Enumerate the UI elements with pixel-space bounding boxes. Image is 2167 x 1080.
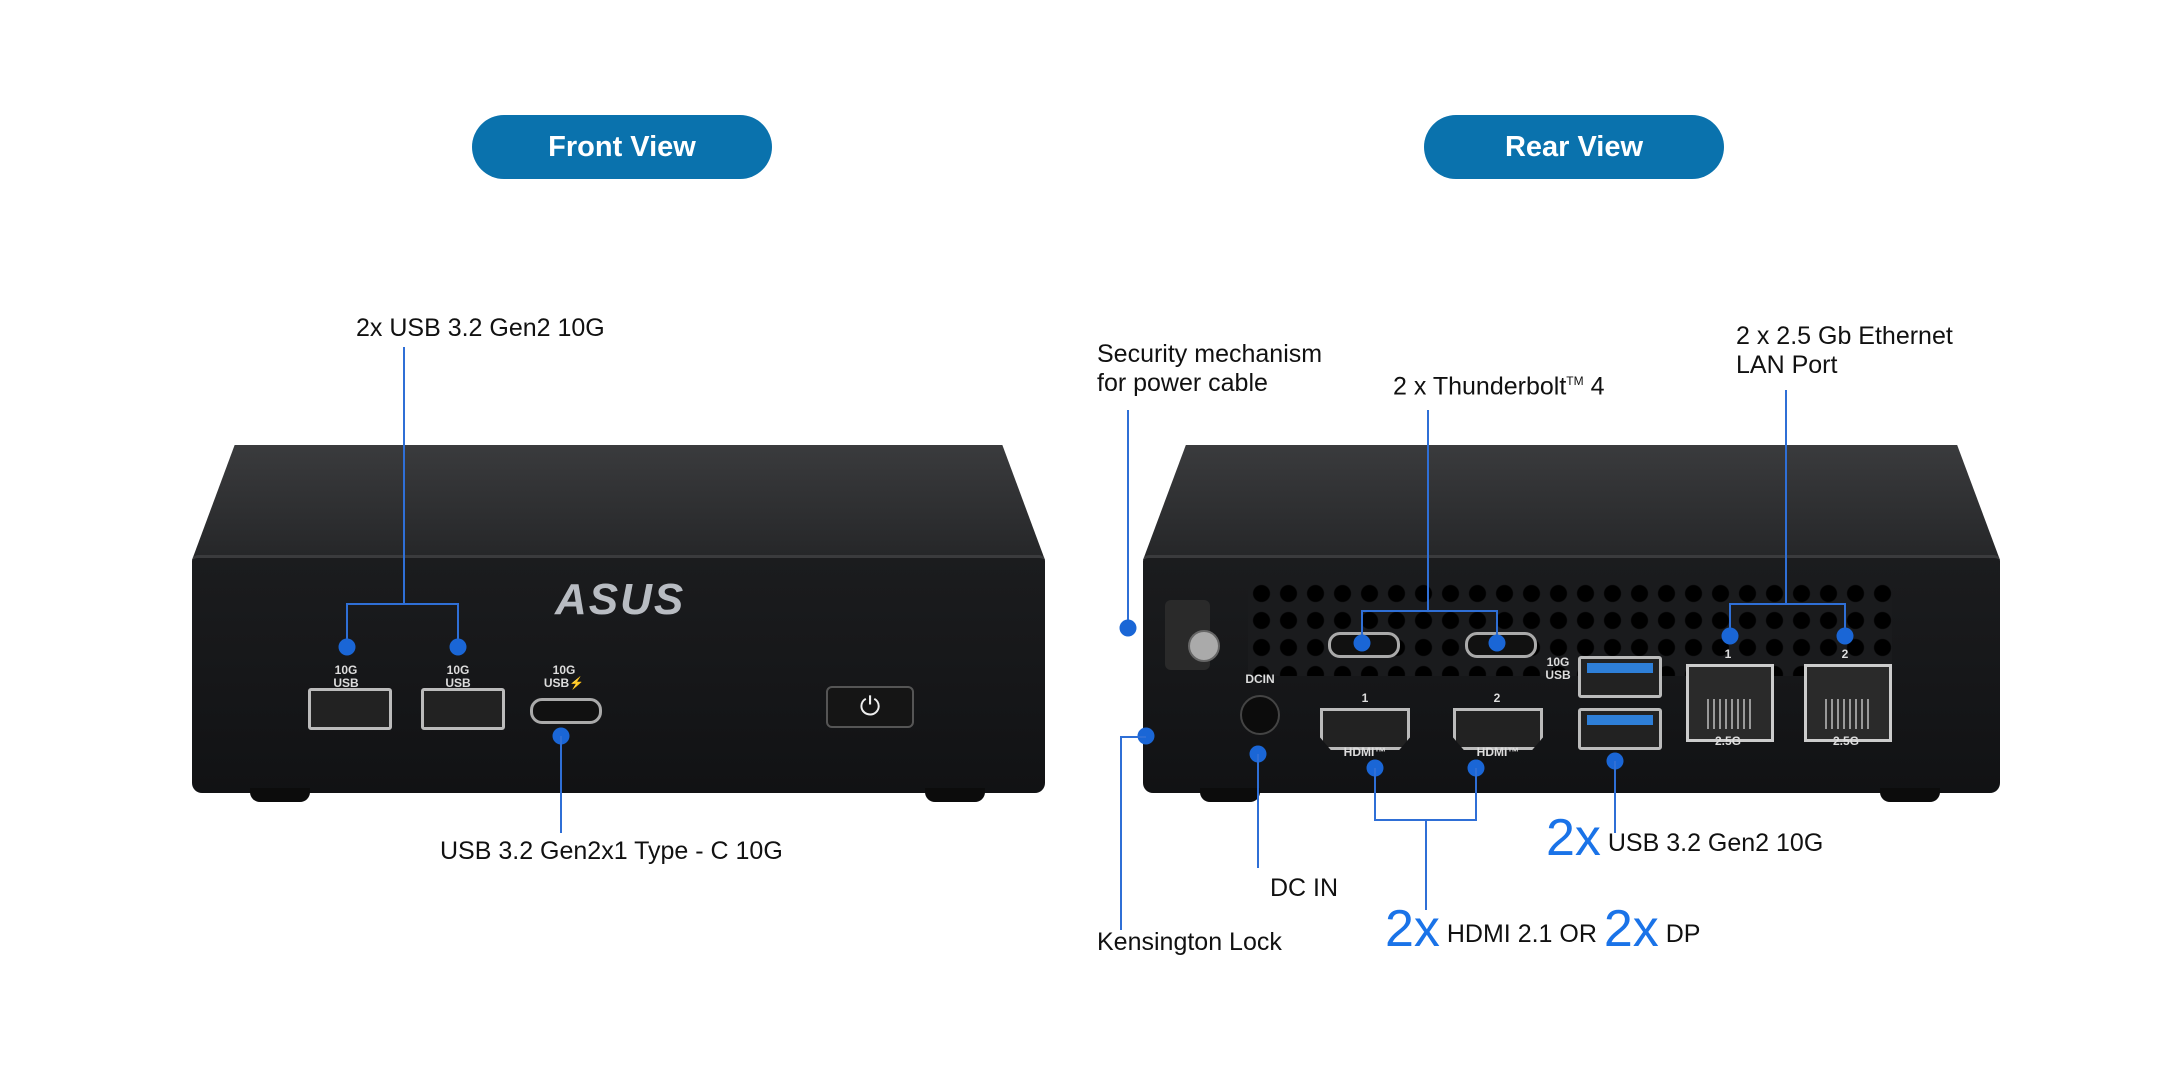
dc-in-port <box>1240 695 1280 735</box>
callout-dot <box>1836 627 1854 645</box>
count: 2x <box>1385 900 1440 958</box>
ethernet-port-1 <box>1686 664 1774 742</box>
port-marking: USB⚡ <box>543 676 585 690</box>
device-top <box>192 445 1045 560</box>
port-marking: USB <box>445 676 471 690</box>
callout-dot <box>1353 634 1371 652</box>
ethernet-port-2 <box>1804 664 1892 742</box>
front-view-tab[interactable]: Front View <box>472 115 772 179</box>
callout-text: HDMI 2.1 OR <box>1446 920 1597 948</box>
trademark: TM <box>1566 374 1584 388</box>
hdmi-port-1 <box>1320 708 1410 750</box>
hdmi-port-2 <box>1453 708 1543 750</box>
callout-line: LAN Port <box>1736 351 1838 379</box>
device-top <box>1143 445 2000 560</box>
callout-dot <box>1721 627 1739 645</box>
usb-a-port-1 <box>1578 656 1662 698</box>
port-marking: DCIN <box>1245 672 1275 686</box>
callout-line: Security mechanism <box>1097 340 1323 368</box>
callout-dot <box>338 638 356 656</box>
screw <box>1188 630 1220 662</box>
port-marking: 2.5G <box>1714 734 1741 748</box>
port-marking: USB <box>333 676 359 690</box>
thunderbolt-port-1 <box>1328 632 1400 658</box>
usb-c-port <box>530 698 602 724</box>
vent-grille <box>1248 580 1892 676</box>
rear-view-tab[interactable]: Rear View <box>1424 115 1724 179</box>
port-marking: 10G <box>446 663 470 677</box>
usb-a-port-2 <box>1578 708 1662 750</box>
port-marking: 1 <box>1361 691 1369 705</box>
callout-dot <box>1119 619 1137 637</box>
callout-text: 2 x Thunderbolt <box>1393 372 1567 401</box>
port-marking: HDMI™ <box>1343 745 1387 759</box>
callout-line: 2 x 2.5 Gb Ethernet <box>1736 322 1953 350</box>
port-marking: 10G <box>334 663 358 677</box>
callout-dot <box>1137 727 1155 745</box>
callout-text: 4 <box>1590 372 1605 401</box>
callout-kensington-lock: Kensington Lock <box>1097 928 1282 956</box>
port-marking: 10G <box>552 663 576 677</box>
callout-front-usb-a: 2x USB 3.2 Gen2 10G <box>356 314 605 342</box>
power-button[interactable]: ⏻ <box>826 686 914 728</box>
asus-logo: ASUS <box>555 575 686 624</box>
callout-rear-usb: 2x USB 3.2 Gen2 10G <box>1546 812 1824 864</box>
port-marking: 1 <box>1724 647 1732 661</box>
port-marking: 2.5G <box>1832 734 1859 748</box>
callout-dc-in: DC IN <box>1270 874 1339 902</box>
callout-dot <box>1488 634 1506 652</box>
callout-front-usb-c: USB 3.2 Gen2x1 Type - C 10G <box>440 837 783 865</box>
callout-line: for power cable <box>1097 369 1268 397</box>
port-marking: USB <box>1545 668 1571 682</box>
callout-hdmi-dp: 2x HDMI 2.1 OR 2x DP <box>1385 903 1701 955</box>
callout-text: USB 3.2 Gen2 10G <box>1607 829 1824 857</box>
port-marking: 2 <box>1493 691 1501 705</box>
callout-text: DP <box>1665 920 1701 948</box>
usb-a-port-2 <box>421 688 505 730</box>
device-front-face <box>192 555 1045 793</box>
count: 2x <box>1546 809 1601 867</box>
count: 2x <box>1603 900 1659 958</box>
port-marking: 2 <box>1841 647 1849 661</box>
usb-a-port-1 <box>308 688 392 730</box>
callout-thunderbolt: 2 x ThunderboltTM 4 <box>1393 367 1604 401</box>
callout-dot <box>449 638 467 656</box>
port-marking: HDMI™ <box>1476 745 1520 759</box>
port-marking: 10G <box>1546 655 1570 669</box>
